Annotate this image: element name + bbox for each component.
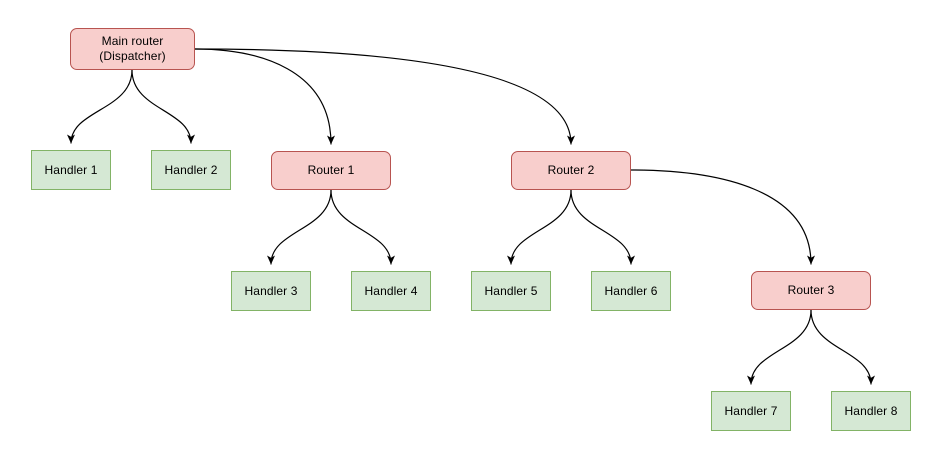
edge-router2-to-router3 [630, 169, 815, 265]
node-router1[interactable]: Router 1 [271, 151, 391, 190]
edge-router2-to-handler6 [570, 189, 635, 265]
node-label-router2: Router 2 [547, 163, 595, 177]
node-label-handler3: Handler 3 [244, 283, 298, 298]
node-handler3[interactable]: Handler 3 [231, 271, 311, 311]
edge-main_router-to-handler1 [67, 69, 133, 144]
node-handler2[interactable]: Handler 2 [151, 150, 231, 190]
node-handler8[interactable]: Handler 8 [831, 391, 911, 431]
edge-main_router-to-handler2 [131, 69, 195, 144]
edge-main_router-to-router2 [194, 48, 575, 145]
node-handler6[interactable]: Handler 6 [591, 271, 671, 311]
node-router3[interactable]: Router 3 [751, 271, 871, 310]
node-label-handler8: Handler 8 [844, 403, 898, 418]
node-label-handler1: Handler 1 [44, 162, 98, 177]
edge-router1-to-handler3 [267, 189, 332, 265]
node-label-handler7: Handler 7 [724, 403, 778, 418]
node-label-handler6: Handler 6 [604, 283, 658, 298]
edge-router3-to-handler8 [810, 309, 875, 385]
node-handler5[interactable]: Handler 5 [471, 271, 551, 311]
node-label-main_router: Main router (Dispatcher) [99, 34, 166, 63]
node-label-router3: Router 3 [787, 283, 835, 297]
node-router2[interactable]: Router 2 [511, 151, 631, 190]
node-handler1[interactable]: Handler 1 [31, 150, 111, 190]
edge-router1-to-handler4 [330, 189, 395, 265]
node-label-handler4: Handler 4 [364, 283, 418, 298]
node-label-router1: Router 1 [307, 163, 355, 177]
edge-router3-to-handler7 [747, 309, 812, 385]
node-label-handler2: Handler 2 [164, 162, 218, 177]
edge-main_router-to-router1 [194, 48, 335, 145]
node-handler7[interactable]: Handler 7 [711, 391, 791, 431]
edge-router2-to-handler5 [507, 189, 572, 265]
node-main_router[interactable]: Main router (Dispatcher) [70, 28, 195, 70]
node-handler4[interactable]: Handler 4 [351, 271, 431, 311]
node-label-handler5: Handler 5 [484, 283, 538, 298]
